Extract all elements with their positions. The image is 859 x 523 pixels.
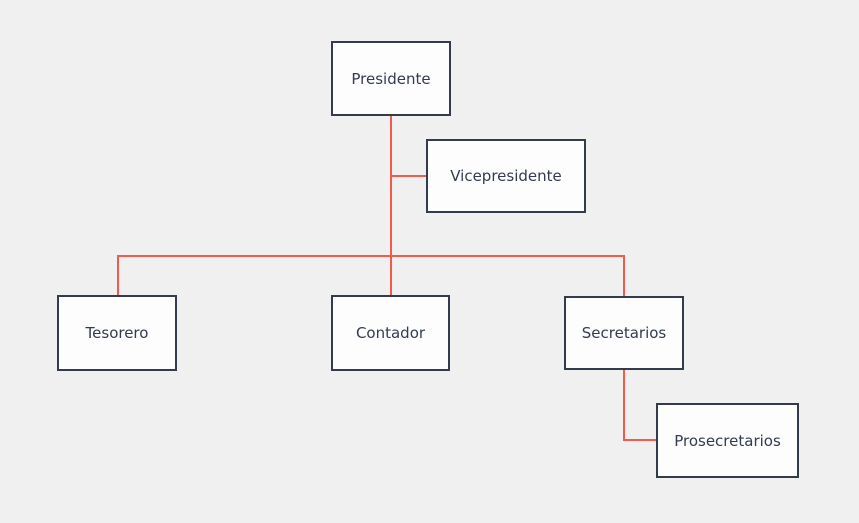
- edge-presidente-vicepresidente: [392, 175, 426, 177]
- node-presidente-label: Presidente: [351, 69, 431, 88]
- node-prosecretarios[interactable]: Prosecretarios: [656, 403, 799, 478]
- node-secretarios-label: Secretarios: [581, 324, 667, 342]
- edge-presidente-children-vertical: [390, 116, 392, 295]
- node-tesorero[interactable]: Tesorero: [57, 295, 177, 371]
- edge-secretarios-prosecretarios-vertical: [623, 370, 625, 441]
- edge-presidente-tesorero: [117, 257, 119, 295]
- node-prosecretarios-label: Prosecretarios: [674, 431, 781, 450]
- node-presidente[interactable]: Presidente: [331, 41, 451, 116]
- node-vicepresidente[interactable]: Vicepresidente: [426, 139, 586, 213]
- node-contador[interactable]: Contador: [331, 295, 450, 371]
- node-contador-label: Contador: [355, 324, 426, 342]
- edge-presidente-secretarios: [623, 257, 625, 296]
- node-vicepresidente-label: Vicepresidente: [450, 167, 562, 185]
- node-secretarios[interactable]: Secretarios: [564, 296, 684, 370]
- node-tesorero-label: Tesorero: [85, 324, 149, 342]
- edge-children-horizontal-bus: [117, 255, 625, 257]
- edge-secretarios-prosecretarios-horizontal: [625, 439, 656, 441]
